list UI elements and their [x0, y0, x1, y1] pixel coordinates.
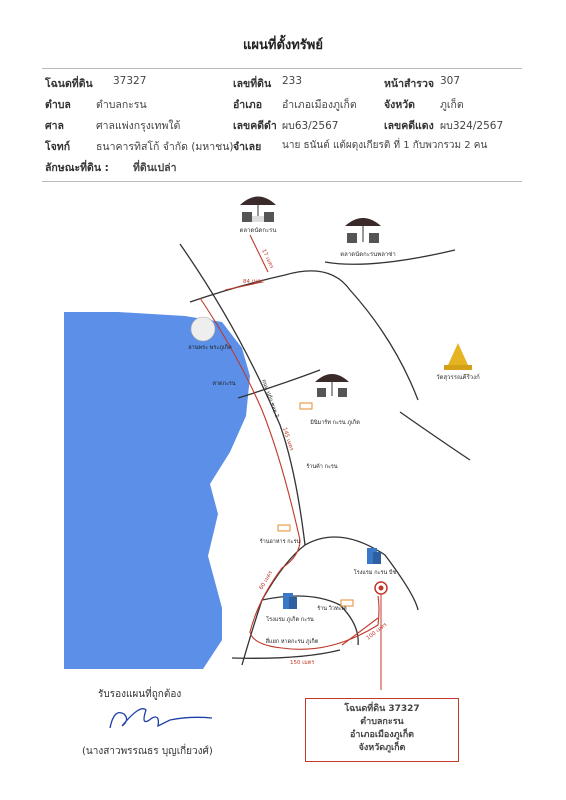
- land-type-label: ลักษณะที่ดิน :: [45, 162, 109, 174]
- shop4-icon: [340, 599, 354, 607]
- black-case-value: ผบ63/2567: [282, 120, 339, 132]
- landno-value: 233: [282, 75, 303, 87]
- hotel2-label: โรงแรม ภูเก็ต กะรน: [266, 615, 314, 623]
- district-value: อำเภอเมืองภูเก็ต: [282, 99, 357, 111]
- location-map: ตลาดนัดกะรน ตลาดนัดกะรนพลาซ่า ลานพระ พระ…: [64, 196, 480, 690]
- road-middle: [237, 369, 321, 399]
- red-case-value: ผบ324/2567: [440, 120, 504, 132]
- shop3-label: ร้านอาหาร กะรน: [260, 538, 301, 545]
- road-right-diagonal: [399, 411, 471, 461]
- survey-label: หน้าสำรวจ: [384, 78, 434, 90]
- road-main: [179, 243, 306, 546]
- shop1-icon: [299, 402, 313, 410]
- plaintiff-value: ธนาคารทิสโก้ จำกัด (มหาชน): [96, 141, 234, 153]
- black-case-label: เลขคดีดำ: [233, 120, 277, 132]
- subdistrict-label: ตำบล: [45, 99, 71, 111]
- plaintiff-label: โจทก์: [45, 141, 71, 153]
- survey-value: 307: [440, 75, 461, 87]
- signature-mark: [109, 708, 213, 729]
- temple-icon: [444, 343, 472, 370]
- market-top-icon: [240, 196, 276, 222]
- target-box-line: ตำบลกะรน: [360, 717, 404, 727]
- shop3-icon: [277, 524, 291, 532]
- defendant-label: จำเลย: [233, 141, 262, 153]
- defendant-value: นาย ธนันต์ แต้ผดุงเกียรติ ที่ 1 กับพวกรว…: [282, 140, 488, 151]
- distance4-label: 60 เมตร: [259, 570, 275, 591]
- road-upper-right: [324, 249, 456, 265]
- road-lower-left: [231, 649, 341, 659]
- intersection-label: สี่แยก หาดกะรน ภูเก็ต: [265, 637, 319, 645]
- target-box-line: อำเภอเมืองภูเก็ต: [350, 730, 414, 740]
- golf-ball-icon: [190, 316, 216, 342]
- signer-name: (นางสาวพรรณธร บุญเกี่ยวงศ์): [82, 746, 213, 757]
- road-curve-upper: [304, 536, 419, 611]
- header-divider: [42, 68, 522, 69]
- route-line: [199, 234, 380, 650]
- market-right-icon: [345, 218, 381, 243]
- water-body: [64, 312, 250, 669]
- signature-caption: รับรองแผนที่ถูกต้อง: [98, 689, 182, 700]
- distance6-label: 150 เมตร: [290, 660, 314, 666]
- target-box-line: โฉนดที่ดิน 37327: [344, 704, 420, 714]
- deed-value: 37327: [113, 75, 147, 87]
- temple-label: วัดสุวรรณคีรีวงก์: [436, 373, 480, 381]
- province-label: จังหวัด: [384, 99, 415, 111]
- shop1-label: มินิมาร์ท กะรน ภูเก็ต: [310, 418, 360, 426]
- beach-label: หาดกะรน: [212, 381, 236, 387]
- land-type-value: ที่ดินเปล่า: [133, 162, 177, 174]
- distance2-label: 84 เมตร: [243, 279, 264, 285]
- hotel1-icon: [367, 548, 381, 564]
- distance3-label: 145 เมตร: [281, 427, 294, 452]
- red-case-label: เลขคดีแดง: [384, 120, 434, 132]
- shop2-label: ร้านค้า กะรน: [306, 463, 338, 470]
- target-info-box: โฉนดที่ดิน 37327 ตำบลกะรน อำเภอเมืองภูเก…: [305, 698, 459, 762]
- golf-label: ลานพระ พระภูเก็ต: [188, 343, 232, 351]
- target-box-line: จังหวัดภูเก็ต: [358, 743, 406, 753]
- court-value: ศาลแพ่งกรุงเทพใต้: [96, 120, 181, 132]
- page-title: แผนที่ตั้งทรัพย์: [243, 38, 323, 53]
- district-label: อำเภอ: [233, 99, 263, 111]
- market-top-label: ตลาดนัดกะรน: [239, 227, 276, 234]
- market-middle-icon: [315, 374, 349, 397]
- fields-divider: [42, 181, 522, 182]
- court-label: ศาล: [45, 120, 64, 132]
- deed-label: โฉนดที่ดิน: [45, 78, 93, 90]
- hotel1-label: โรงแรม กะรน บีช: [354, 568, 397, 576]
- subdistrict-value: ตำบลกะรน: [96, 99, 147, 111]
- market-right-label: ตลาดนัดกะรนพลาซ่า: [340, 251, 395, 258]
- distance1-label: 17 เมตร: [260, 248, 274, 269]
- hotel2-icon: [283, 593, 297, 609]
- landno-label: เลขที่ดิน: [233, 78, 272, 90]
- shop4-label: ร้าน วิวทะเล: [317, 605, 347, 612]
- province-value: ภูเก็ต: [440, 99, 464, 111]
